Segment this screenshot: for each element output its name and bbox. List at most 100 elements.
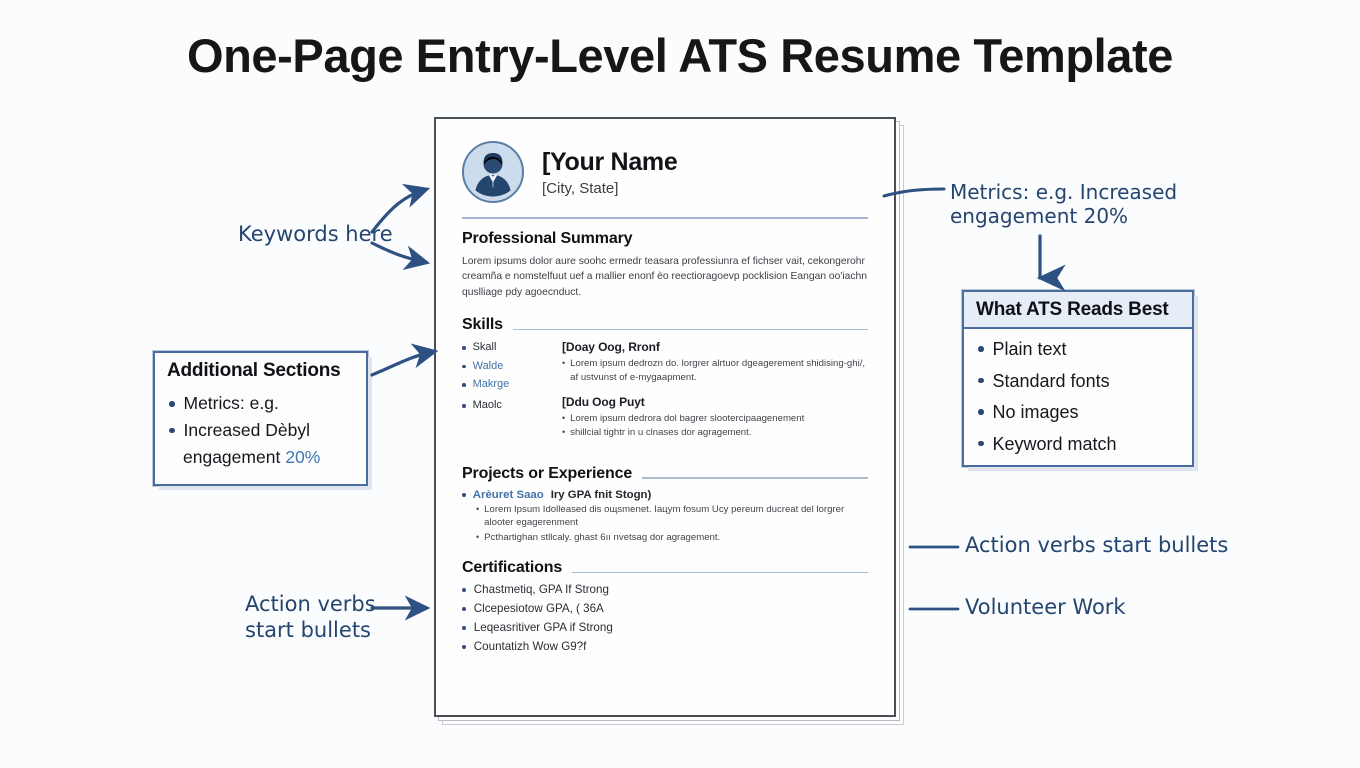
callout-list: Plain text Standard fonts No images Keyw…: [964, 329, 1192, 465]
annotation-keywords-here: Keywords here: [238, 222, 393, 246]
bullet-dot: [462, 645, 466, 649]
bullet-dot: [462, 364, 466, 369]
certification-item: Countatizh Wow G9?f: [462, 640, 868, 653]
section-title: Professional Summary: [462, 229, 633, 247]
bullet-dot: [462, 492, 466, 497]
professional-summary-body: Lorem ipsums dolor aure soohc ermedr tea…: [462, 255, 867, 299]
skills-right-column: [Doay Oog, Rronf Lorem ipsum dedrozn do.…: [562, 340, 868, 449]
skills-grid: Skall Walde Makrge Maolc: [462, 340, 868, 449]
callout-list-item: Keyword match: [978, 433, 1180, 456]
callout-additional-sections: Additional Sections Metrics: e.g. Increa…: [153, 351, 368, 486]
skill-item: Skall: [462, 341, 548, 353]
skill-group-title: [Ddu Oog Puyt: [562, 394, 645, 409]
bullet-line: Lorem ipsum dedrozn do. lorgrer alrtuor …: [562, 357, 868, 384]
resume-location: [City, State]: [542, 179, 619, 197]
skill-label: Skall: [472, 341, 497, 354]
certifications-list: Chastmetiq, GPA If Strong Clcepesiotow G…: [462, 583, 868, 653]
bullet-dot: [462, 404, 466, 408]
section-heading-professional-summary: Professional Summary: [462, 230, 868, 248]
certification-label: Chastmetiq, GPA If Strong: [473, 583, 609, 597]
bullet-dot: [462, 383, 466, 387]
skills-left-column: Skall Walde Makrge Maolc: [462, 340, 548, 449]
bullet-dot: [462, 588, 466, 592]
callout-item-label: No images: [992, 402, 1079, 422]
annotation-action-verbs-right: Action verbs start bullets: [965, 533, 1229, 557]
project-lead-rest: Iry GPA fnit Stogn): [550, 488, 652, 501]
callout-list-item: No images: [978, 401, 1180, 424]
skill-label: Walde: [472, 359, 504, 372]
bullet-line: Lorem ipsum dedrora dol bagrer slooterci…: [562, 412, 868, 426]
resume-header: [Your Name [City, State]: [462, 141, 868, 217]
skill-group-bullets: Lorem ipsum dedrozn do. lorgrer alrtuor …: [562, 357, 868, 384]
project-bullets: Lorem Ipsum Idolleased dis oщsmenet. Iaц…: [462, 503, 868, 544]
callout-trailing-accent: 20%: [285, 446, 321, 467]
project-lead-line: Arèuret Saao Iry GPA fnit Stogn): [462, 489, 868, 501]
section-projects-or-experience: Projects or Experience Arèuret Saao Iry …: [462, 465, 868, 544]
skill-item: Walde: [462, 360, 548, 372]
section-rule: [642, 477, 868, 479]
skill-group-bullets: Lorem ipsum dedrora dol bagrer slooterci…: [562, 412, 868, 440]
callout-trailing-line: engagement 20%: [169, 447, 354, 469]
annotation-volunteer-work: Volunteer Work: [965, 595, 1126, 619]
callout-item-label: Plain text: [992, 339, 1067, 359]
callout-item-label: Standard fonts: [992, 370, 1110, 391]
bullet-line: shillcial tightr in u clnases dor agrage…: [562, 426, 868, 440]
skill-label: Maolc: [472, 399, 502, 412]
callout-trailing-text: engagement: [183, 446, 281, 467]
section-professional-summary: Professional Summary Lorem ipsums dolor …: [462, 230, 868, 302]
skill-label: Makrge: [472, 378, 510, 391]
callout-list-item: Metrics: e.g.: [169, 393, 354, 415]
section-heading-skills: Skills: [462, 316, 868, 334]
resume-document[interactable]: [Your Name [City, State] Professional Su…: [434, 117, 896, 717]
bullet-dot: [978, 409, 984, 415]
callout-title: Additional Sections: [167, 360, 341, 381]
section-title: Certifications: [462, 559, 563, 577]
bullet-dot: [169, 401, 175, 407]
bullet-dot: [169, 427, 175, 434]
resume-document-stack: [Your Name [City, State] Professional Su…: [434, 117, 904, 725]
section-rule: [572, 571, 868, 574]
bullet-line: Pcthartighan stllcaly. ghast 6ıı nvetsag…: [476, 531, 868, 544]
callout-list-item: Increased Dèbyl: [169, 420, 354, 442]
callout-what-ats-reads-best: What ATS Reads Best Plain text Standard …: [962, 290, 1194, 467]
page-title: One-Page Entry-Level ATS Resume Template: [186, 29, 1174, 82]
person-avatar-icon: [462, 141, 524, 203]
certification-item: Leqeasritiver GPA if Strong: [462, 621, 868, 634]
bullet-dot: [462, 607, 466, 611]
section-heading-certifications: Certifications: [462, 559, 868, 577]
section-title: Projects or Experience: [462, 464, 633, 482]
skill-item: Makrge: [462, 378, 548, 390]
callout-item-label: Metrics: e.g.: [183, 393, 279, 413]
bullet-dot: [978, 377, 984, 383]
project-highlight: Arèuret Saao: [472, 488, 544, 501]
skill-group: [Doay Oog, Rronf Lorem ipsum dedrozn do.…: [562, 340, 868, 384]
callout-list: Metrics: e.g. Increased Dèbyl engagement…: [155, 384, 366, 484]
section-skills: Skills Skall Walde Makrge: [462, 316, 868, 449]
resume-name: [Your Name: [542, 148, 678, 177]
section-rule: [512, 328, 868, 331]
section-heading-projects: Projects or Experience: [462, 465, 868, 483]
bullet-dot: [978, 346, 984, 352]
skill-group-title: [Doay Oog, Rronf: [562, 340, 660, 355]
callout-list-item: Standard fonts: [978, 370, 1180, 393]
annotation-metrics: Metrics: e.g. Increased engagement 20%: [950, 180, 1178, 229]
bullet-line: Lorem Ipsum Idolleased dis oщsmenet. Iaц…: [476, 503, 868, 530]
certification-item: Clcepesiotow GPA, ( 36A: [462, 602, 868, 615]
certification-label: Clcepesiotow GPA, ( 36A: [473, 602, 604, 616]
header-divider: [462, 217, 868, 219]
skill-group: [Ddu Oog Puyt Lorem ipsum dedrora dol ba…: [562, 395, 868, 440]
bullet-dot: [462, 626, 466, 630]
bullet-dot: [978, 440, 984, 446]
annotation-action-verbs-left: Action verbs start bullets: [245, 592, 376, 642]
callout-title: What ATS Reads Best: [964, 292, 1192, 329]
certification-label: Leqeasritiver GPA if Strong: [473, 621, 613, 635]
callout-item-label: Increased Dèbyl: [183, 419, 310, 440]
skill-item: Maolc: [462, 399, 548, 411]
bullet-dot: [462, 346, 466, 350]
name-block: [Your Name [City, State]: [542, 147, 678, 197]
callout-item-label: Keyword match: [992, 433, 1117, 454]
certification-label: Countatizh Wow G9?f: [473, 640, 587, 654]
callout-list-item: Plain text: [978, 338, 1180, 361]
section-title: Skills: [462, 316, 503, 334]
certification-item: Chastmetiq, GPA If Strong: [462, 583, 868, 596]
